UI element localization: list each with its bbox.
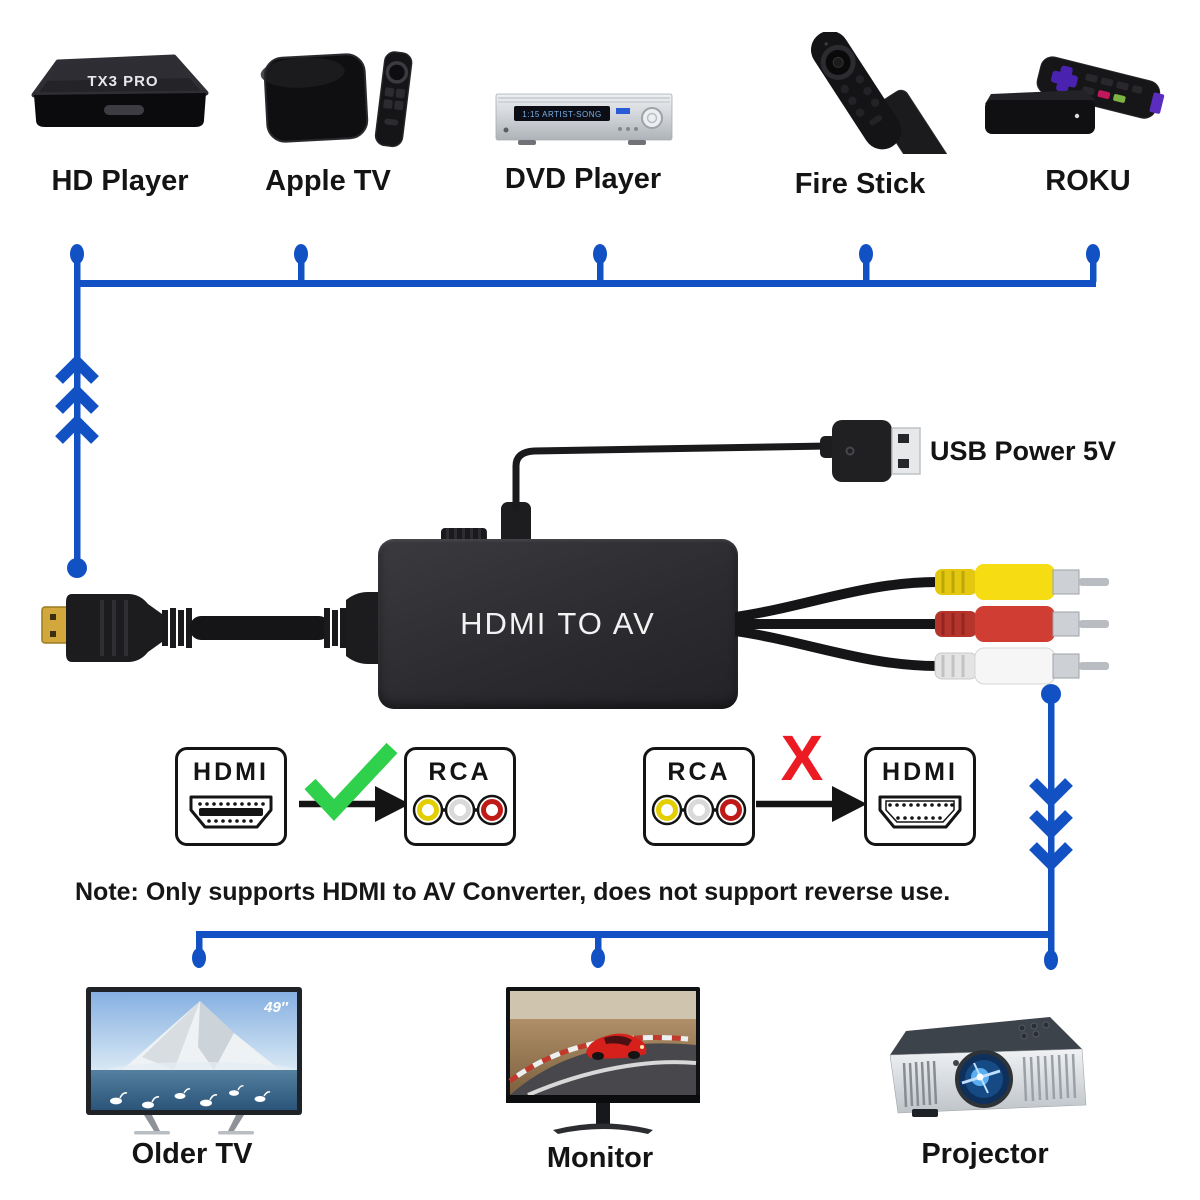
usb-power-cable-icon xyxy=(512,420,921,512)
device-label-older-tv: Older TV xyxy=(131,1138,253,1170)
hdmi-cable-icon xyxy=(41,592,383,664)
supported-arrow xyxy=(299,742,410,822)
dvd-display-text: 1:15 ARTIST-SONG xyxy=(522,110,601,119)
converter-switch xyxy=(441,528,487,540)
hdmi-box-label: HDMI xyxy=(882,758,958,786)
usb-power-label: USB Power 5V xyxy=(930,436,1117,466)
device-projector xyxy=(872,1005,1102,1135)
hdmi-target-box: HDMI xyxy=(864,747,976,846)
hdmi-box-label: HDMI xyxy=(193,758,269,786)
apple-tv-image xyxy=(260,51,413,148)
arrow-right-icon xyxy=(756,786,867,822)
tv-size-badge: 49″ xyxy=(263,999,289,1016)
rca-source-box: RCA xyxy=(643,747,755,846)
top-connector-stubs xyxy=(70,244,1100,282)
device-label-projector: Projector xyxy=(921,1138,1049,1170)
device-label-roku: ROKU xyxy=(1045,165,1131,197)
device-older-tv: 49″ xyxy=(82,985,307,1137)
rca-box-label: RCA xyxy=(428,758,492,786)
device-monitor xyxy=(498,983,708,1138)
device-label-apple-tv: Apple TV xyxy=(265,165,391,197)
device-hd-player: TX3 PRO xyxy=(22,48,217,153)
hdmi-port-icon xyxy=(878,795,962,829)
monitor-image xyxy=(506,987,700,1134)
device-label-fire-stick: Fire Stick xyxy=(794,168,926,200)
device-dvd-player: 1:15 ARTIST-SONG xyxy=(488,78,683,158)
device-roku xyxy=(975,52,1180,154)
device-fire-stick xyxy=(760,32,965,154)
rca-cables-icon xyxy=(735,564,1109,685)
dvd-player-image: 1:15 ARTIST-SONG xyxy=(495,93,673,145)
rca-jacks-icon xyxy=(651,794,747,826)
checkmark-icon xyxy=(304,742,398,822)
chevrons-up-icon xyxy=(55,354,99,444)
rca-box-label: RCA xyxy=(667,758,731,786)
rca-plug-red xyxy=(935,606,1109,642)
cross-icon: X xyxy=(780,722,824,794)
device-label-dvd-player: DVD Player xyxy=(504,163,662,195)
hd-player-brand-text: TX3 PRO xyxy=(87,73,158,90)
bottom-connector-stubs xyxy=(192,938,1058,970)
fire-stick-image xyxy=(810,32,951,154)
rca-plug-white xyxy=(934,647,1109,685)
hdmi-source-box: HDMI xyxy=(175,747,287,846)
rca-jacks-icon xyxy=(412,794,508,826)
device-label-monitor: Monitor xyxy=(546,1142,654,1174)
converter-label: HDMI TO AV xyxy=(460,606,656,641)
hdmi-to-av-converter: HDMI TO AV xyxy=(378,539,738,709)
roku-image xyxy=(985,56,1165,134)
chevrons-down-icon xyxy=(1029,778,1073,872)
rca-plug-yellow xyxy=(935,564,1109,600)
older-tv-image: 49″ xyxy=(86,987,302,1135)
unsupported-arrow xyxy=(756,786,867,822)
device-apple-tv xyxy=(252,40,427,152)
device-label-hd-player: HD Player xyxy=(51,165,189,197)
hdmi-port-icon xyxy=(189,795,273,829)
hd-player-image: TX3 PRO xyxy=(31,54,209,127)
projector-image xyxy=(889,1017,1087,1117)
rca-target-box: RCA xyxy=(404,747,516,846)
note-text: Note: Only supports HDMI to AV Converter… xyxy=(75,878,951,906)
